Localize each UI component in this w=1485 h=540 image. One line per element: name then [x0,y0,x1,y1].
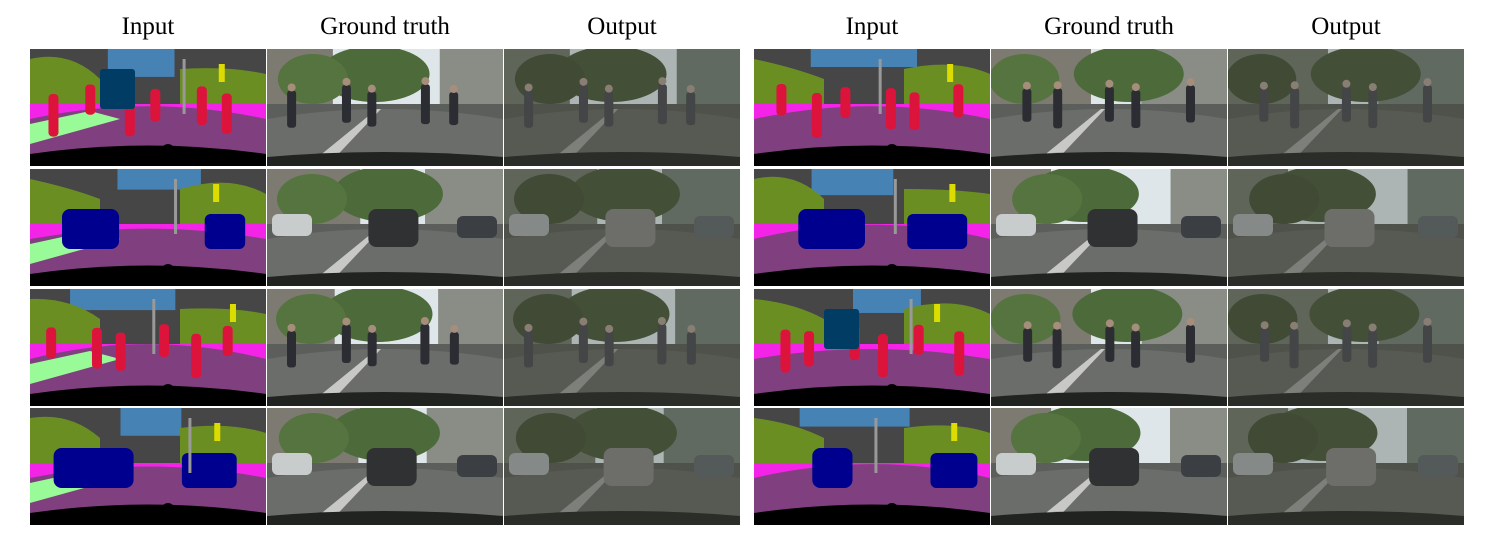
header-output-right: Output [1311,13,1381,40]
right-ground-truth-image-row2 [991,169,1227,286]
left-output-image-row4 [504,408,740,525]
right-input-image-row4 [754,408,990,525]
right-ground-truth-image-row4 [991,408,1227,525]
header-input-left: Input [121,13,175,40]
right-input-scene-row4 [754,408,990,525]
left-input-image-row3 [30,289,266,406]
left-output-scene-row4 [504,408,740,525]
left-ground-truth-scene-row1 [267,49,503,166]
header-ground-truth-right: Ground truth [1044,13,1174,40]
right-ground-truth-scene-row3 [991,289,1227,406]
left-input-image-row1 [30,49,266,166]
left-output-image-row2 [504,169,740,286]
right-output-scene-row4 [1228,408,1464,525]
left-ground-truth-scene-row4 [267,408,503,525]
left-ground-truth-scene-row3 [267,289,503,406]
right-input-image-row3 [754,289,990,406]
right-input-scene-row1 [754,49,990,166]
right-input-image-row1 [754,49,990,166]
left-input-scene-row1 [30,49,266,166]
right-input-image-row2 [754,169,990,286]
header-output-left: Output [587,13,657,40]
left-input-scene-row3 [30,289,266,406]
left-output-image-row1 [504,49,740,166]
left-output-image-row3 [504,289,740,406]
right-ground-truth-scene-row2 [991,169,1227,286]
right-ground-truth-scene-row1 [991,49,1227,166]
left-input-image-row4 [30,408,266,525]
left-ground-truth-image-row2 [267,169,503,286]
header-ground-truth-left: Ground truth [320,13,450,40]
right-output-scene-row2 [1228,169,1464,286]
left-input-image-row2 [30,169,266,286]
left-ground-truth-image-row4 [267,408,503,525]
right-output-image-row2 [1228,169,1464,286]
right-ground-truth-image-row1 [991,49,1227,166]
right-input-scene-row3 [754,289,990,406]
right-output-scene-row3 [1228,289,1464,406]
right-output-image-row1 [1228,49,1464,166]
right-ground-truth-scene-row4 [991,408,1227,525]
left-input-scene-row2 [30,169,266,286]
left-ground-truth-image-row1 [267,49,503,166]
right-output-image-row3 [1228,289,1464,406]
left-output-scene-row3 [504,289,740,406]
right-output-image-row4 [1228,408,1464,525]
left-output-scene-row2 [504,169,740,286]
right-ground-truth-image-row3 [991,289,1227,406]
left-ground-truth-scene-row2 [267,169,503,286]
left-output-scene-row1 [504,49,740,166]
left-input-scene-row4 [30,408,266,525]
right-output-scene-row1 [1228,49,1464,166]
left-ground-truth-image-row3 [267,289,503,406]
header-input-right: Input [845,13,899,40]
right-input-scene-row2 [754,169,990,286]
